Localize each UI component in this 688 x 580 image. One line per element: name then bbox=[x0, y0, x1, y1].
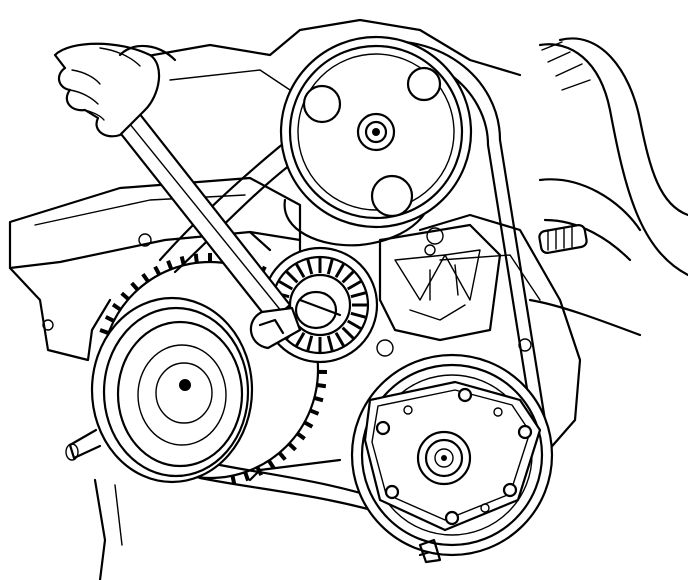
engine-block-outline bbox=[8, 18, 582, 462]
sprocket-tooth bbox=[130, 281, 140, 292]
idler-rib bbox=[341, 326, 355, 340]
idler-rib bbox=[346, 319, 362, 330]
ac-compressor-pulley bbox=[350, 353, 554, 564]
idler-rib bbox=[306, 259, 314, 275]
sprocket-tooth bbox=[309, 408, 320, 416]
sprocket-tooth bbox=[104, 315, 115, 323]
sprocket-tooth bbox=[111, 302, 122, 312]
sprocket-tooth bbox=[267, 459, 276, 470]
idler-rib bbox=[295, 263, 306, 279]
mounting-bracket bbox=[378, 223, 502, 342]
sprocket-tooth bbox=[153, 265, 162, 276]
sprocket-tooth bbox=[277, 451, 287, 461]
sprocket-tooth bbox=[99, 328, 110, 335]
idler-rib bbox=[334, 331, 345, 347]
sprocket-tooth bbox=[120, 291, 130, 301]
idler-rib bbox=[295, 331, 306, 347]
sprocket-tooth bbox=[243, 471, 250, 482]
hand-icon bbox=[53, 42, 177, 138]
sprocket-tooth bbox=[230, 475, 237, 485]
idler-rib bbox=[326, 259, 334, 275]
sprocket-tooth bbox=[296, 431, 306, 441]
idler-rib bbox=[346, 280, 362, 291]
power-steering-pulley bbox=[279, 35, 473, 247]
idler-rib bbox=[285, 270, 299, 284]
idler-rib bbox=[326, 335, 334, 351]
sprocket-tooth bbox=[316, 383, 327, 389]
sprocket-tooth bbox=[166, 260, 174, 270]
sprocket-tooth bbox=[193, 253, 199, 264]
sprocket-tooth bbox=[287, 442, 297, 452]
idler-rib bbox=[334, 263, 345, 279]
idler-rib bbox=[341, 270, 355, 284]
idler-rib bbox=[350, 311, 366, 319]
crankshaft-pulley bbox=[65, 296, 254, 484]
coolant-hose bbox=[528, 37, 688, 337]
lower-lines bbox=[93, 458, 342, 580]
sprocket-tooth bbox=[179, 255, 186, 266]
sprocket-tooth bbox=[303, 420, 314, 429]
sprocket-tooth bbox=[141, 273, 150, 283]
sprocket-tooth bbox=[313, 396, 324, 403]
idler-rib bbox=[306, 335, 314, 351]
idler-rib bbox=[278, 280, 294, 291]
idler-rib bbox=[350, 291, 366, 299]
idler-ribs bbox=[273, 258, 367, 352]
